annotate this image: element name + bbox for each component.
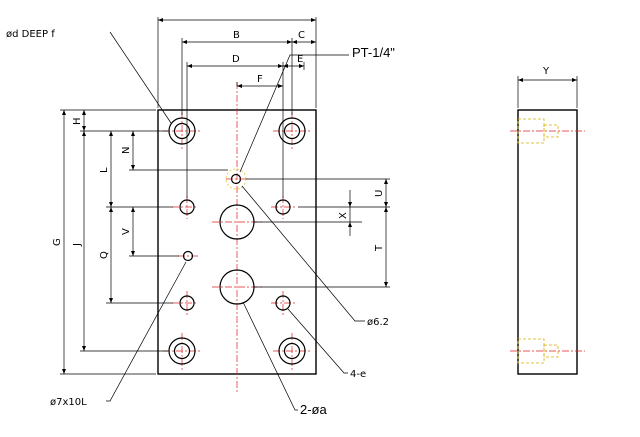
arrowhead	[384, 207, 388, 212]
gauge-port-pt	[225, 168, 247, 190]
pin-hole	[182, 250, 194, 262]
arrowhead	[131, 165, 135, 170]
arrowhead	[311, 18, 316, 22]
dimension-arrows	[62, 18, 577, 374]
counterbored-hole-bottom-left	[168, 337, 196, 365]
label-j: J	[72, 243, 83, 247]
label-deep: ød DEEP f	[6, 29, 55, 40]
label-2a: 2-øa	[300, 402, 328, 417]
side-view-hidden-lines	[510, 76, 585, 364]
arrowhead	[182, 40, 187, 44]
arrowhead	[287, 40, 292, 44]
side-view-body	[517, 109, 578, 375]
leader-lines	[106, 31, 365, 411]
label-d: D	[232, 54, 240, 65]
arrowhead	[62, 110, 66, 115]
arrowhead	[384, 179, 388, 184]
label-l: L	[99, 167, 110, 173]
label-b: B	[233, 30, 240, 41]
arrowhead	[109, 207, 113, 212]
label-f: F	[257, 74, 263, 85]
label-q: Q	[99, 251, 110, 259]
arrowhead	[82, 346, 86, 351]
arrowhead	[283, 64, 288, 68]
arrowhead	[82, 110, 86, 115]
label-n: N	[121, 147, 132, 154]
label-d62: ø6.2	[367, 317, 389, 328]
label-u: U	[374, 190, 385, 197]
left-dimensions	[60, 109, 228, 375]
label-x: X	[338, 212, 349, 219]
arrowhead	[158, 18, 163, 22]
counterbored-hole-top-left	[168, 117, 196, 145]
arrowhead	[131, 207, 135, 212]
center-lines	[163, 82, 311, 392]
arrowhead	[292, 40, 297, 44]
label-4e: 4-e	[350, 369, 366, 380]
arrowhead	[311, 40, 316, 44]
top-dimensions	[157, 17, 317, 198]
arrowhead	[278, 84, 283, 88]
arrowhead	[82, 126, 86, 131]
arrowhead	[109, 131, 113, 136]
label-v: V	[121, 228, 132, 235]
label-pt: PT-1/4"	[352, 45, 395, 60]
arrowhead	[348, 222, 352, 227]
counterbored-hole-bottom-right	[278, 337, 306, 365]
label-h: H	[72, 117, 83, 125]
arrowhead	[131, 131, 135, 136]
label-t: T	[374, 244, 385, 252]
arrowhead	[572, 78, 577, 82]
arrowhead	[299, 64, 304, 68]
arrowhead	[131, 251, 135, 256]
arrowhead	[187, 64, 192, 68]
arrowhead	[109, 202, 113, 207]
arrowhead	[518, 78, 523, 82]
label-y: Y	[542, 66, 550, 77]
label-c: C	[298, 30, 305, 41]
label-p7: ø7x10L	[50, 397, 87, 408]
arrowhead	[384, 202, 388, 207]
counterbored-hole-top-right	[278, 117, 306, 145]
label-e: E	[297, 54, 303, 65]
arrowhead	[278, 64, 283, 68]
arrowhead	[109, 298, 113, 303]
arrowhead	[384, 282, 388, 287]
label-g: G	[52, 238, 63, 246]
arrowhead	[237, 84, 242, 88]
arrowhead	[348, 202, 352, 207]
arrowhead	[82, 131, 86, 136]
arrowhead	[62, 369, 66, 374]
right-dimensions	[246, 178, 390, 288]
tapped-holes-4e	[179, 199, 291, 311]
